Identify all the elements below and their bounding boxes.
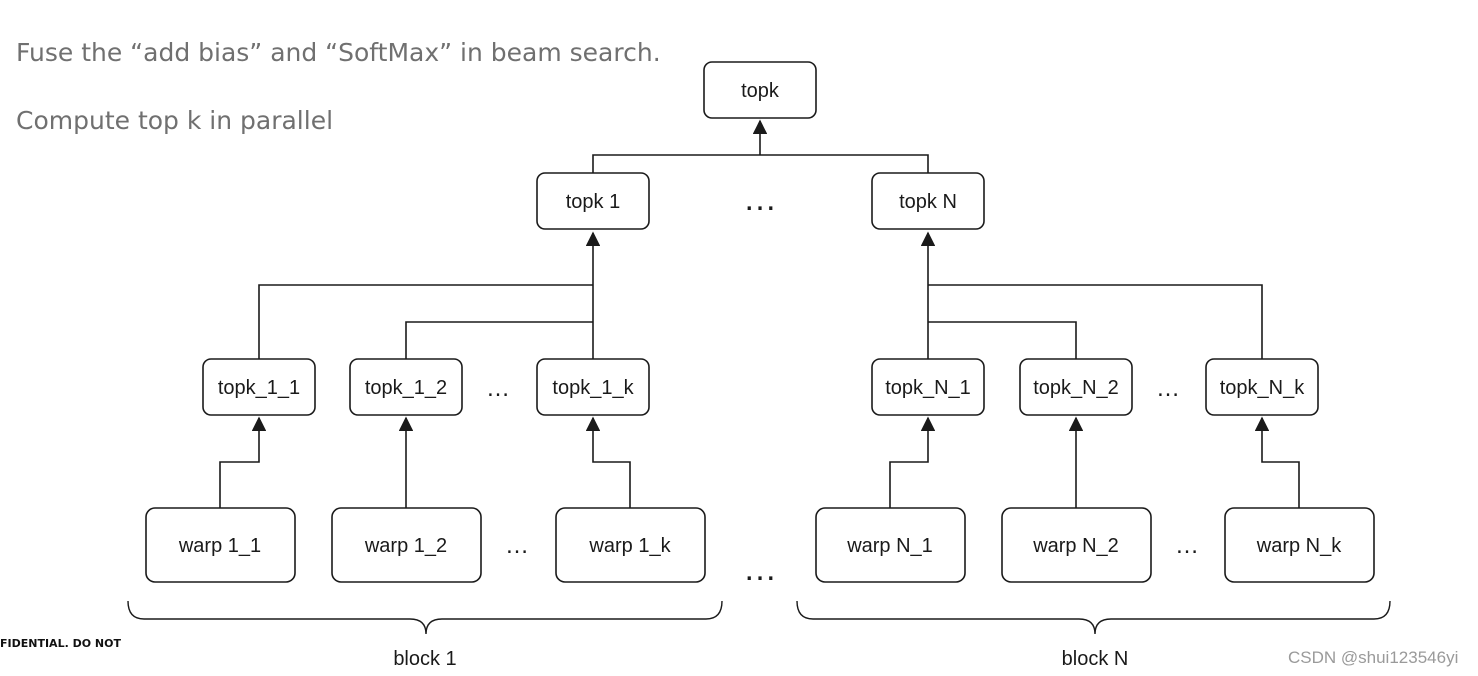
mid-ellipsis: … (743, 180, 777, 218)
node-topk-1-1-label: topk_1_1 (218, 377, 300, 399)
node-topk-1-k (536, 358, 650, 416)
edge-topk-1-2-up (405, 321, 593, 359)
node-topk-n-2-label: topk_N_2 (1033, 377, 1119, 399)
edge-warp-n-k (1254, 416, 1300, 508)
blocks-ellipsis: … (743, 550, 777, 588)
text-line-fuse: Fuse the “add bias” and “SoftMax” in bea… (16, 38, 661, 67)
block1-warp-ellipsis: … (505, 532, 529, 559)
node-warp-1-k (555, 507, 706, 583)
node-topk-root (703, 61, 817, 119)
node-warp-1-1-label: warp 1_1 (178, 535, 261, 557)
node-warp-1-1 (145, 507, 296, 583)
csdn-watermark: CSDN @shui123546yi (1288, 648, 1459, 667)
footer-confidential-text: FIDENTIAL. DO NOT (0, 637, 121, 650)
text-line-compute: Compute top k in parallel (16, 106, 334, 135)
node-warp-n-k (1224, 507, 1375, 583)
node-topk-1 (536, 172, 650, 230)
node-topk-n-label: topk N (899, 191, 957, 213)
edge-warp-1-k (585, 416, 631, 508)
node-topk-n-2 (1019, 358, 1133, 416)
node-warp-n-1-label: warp N_1 (846, 535, 933, 557)
node-topk-n-1 (871, 358, 985, 416)
block1-topk-ellipsis: … (486, 375, 510, 402)
node-warp-1-k-label: warp 1_k (588, 535, 671, 557)
node-topk-n-k (1205, 358, 1319, 416)
blockn-warp-ellipsis: … (1175, 532, 1199, 559)
node-topk-1-1 (202, 358, 316, 416)
node-warp-n-1 (815, 507, 966, 583)
node-warp-n-2-label: warp N_2 (1032, 535, 1119, 557)
node-topk-n-1-label: topk_N_1 (885, 377, 971, 399)
node-warp-n-2 (1001, 507, 1152, 583)
node-topk-n-k-label: topk_N_k (1220, 377, 1305, 399)
edge-warp-n-1 (889, 416, 936, 508)
edge-topk-n-k-up (928, 284, 1263, 359)
node-topk-1-2-label: topk_1_2 (365, 377, 447, 399)
block-1-label: block 1 (393, 648, 456, 670)
node-topk-n (871, 172, 985, 230)
edge-topk-1-1-up (258, 284, 593, 359)
edge-topk-n-2-up (928, 321, 1077, 359)
node-warp-n-k-label: warp N_k (1256, 535, 1342, 557)
node-topk-1-2 (349, 358, 463, 416)
node-warp-1-2-label: warp 1_2 (364, 535, 447, 557)
brace-block-n (796, 600, 1391, 635)
edge-warp-1-1 (219, 416, 267, 508)
node-topk-root-label: topk (741, 80, 780, 102)
blockn-topk-ellipsis: … (1156, 375, 1180, 402)
node-warp-1-2 (331, 507, 482, 583)
brace-block-1 (127, 600, 723, 635)
edge-mid-to-root (592, 154, 929, 173)
node-topk-1-k-label: topk_1_k (552, 377, 634, 399)
node-topk-1-label: topk 1 (566, 191, 620, 213)
block-n-label: block N (1062, 648, 1129, 670)
